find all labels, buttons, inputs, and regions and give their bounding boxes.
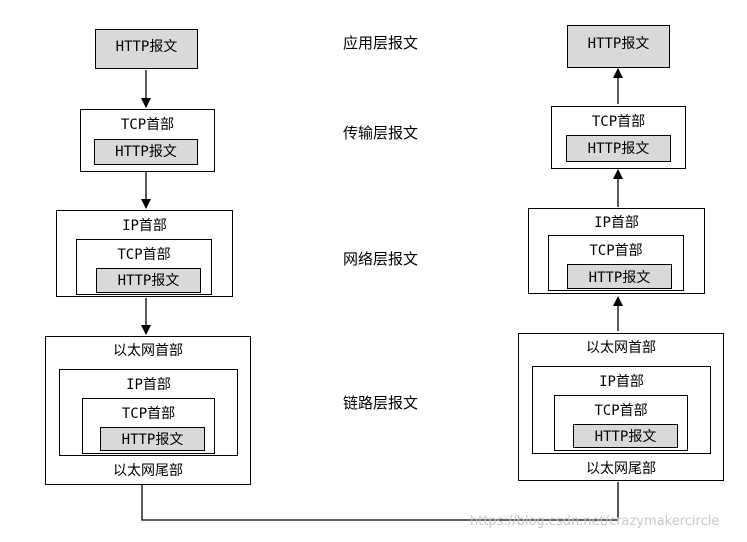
left-transport-http-box (94, 139, 198, 165)
right-network-http-label: HTTP报文 (588, 270, 651, 286)
right-link-eth-head-label: 以太网首部 (586, 340, 656, 356)
right-link-eth-tail-label: 以太网尾部 (586, 461, 656, 477)
left-link-http-label: HTTP报文 (121, 432, 184, 448)
left-app-http-label: HTTP报文 (115, 39, 178, 55)
left-network-http-label: HTTP报文 (117, 273, 180, 289)
left-link-tcp-label: TCP首部 (121, 406, 176, 422)
left-transport-http-label: HTTP报文 (115, 144, 177, 160)
right-transport-tcp-label: TCP首部 (591, 114, 646, 130)
right-link-http-box (573, 424, 678, 448)
layer-label-link: 链路层报文 (343, 394, 419, 412)
right-link-ip-label: IP首部 (599, 374, 644, 390)
layer-label-application: 应用层报文 (343, 34, 419, 52)
left-link-eth-tail-label: 以太网尾部 (113, 463, 183, 479)
right-network-http-box (567, 264, 672, 289)
left-network-tcp-label: TCP首部 (117, 247, 171, 263)
right-link-http-label: HTTP报文 (594, 429, 657, 445)
layer-label-transport: 传输层报文 (343, 124, 419, 142)
right-app-http-label: HTTP报文 (587, 36, 650, 52)
left-transport-tcp-label: TCP首部 (120, 117, 175, 133)
right-network-ip-label: IP首部 (594, 215, 639, 231)
right-link-tcp-label: TCP首部 (594, 403, 648, 419)
right-app-http-box (567, 25, 670, 68)
transfer-line (141, 482, 619, 521)
right-network-tcp-label: TCP首部 (589, 243, 643, 259)
left-link-http-box (100, 427, 205, 451)
layer-label-network: 网络层报文 (343, 250, 419, 268)
watermark-text: https://blog.csdn.net/crazymakercircle (470, 514, 720, 529)
left-network-http-box (96, 268, 201, 293)
left-link-eth-head-label: 以太网首部 (113, 343, 183, 359)
left-link-ip-label: IP首部 (126, 377, 171, 393)
right-transport-http-box (566, 135, 671, 162)
left-app-http-box (95, 29, 198, 69)
right-transport-http-label: HTTP报文 (587, 141, 650, 157)
left-network-ip-label: IP首部 (122, 218, 167, 234)
